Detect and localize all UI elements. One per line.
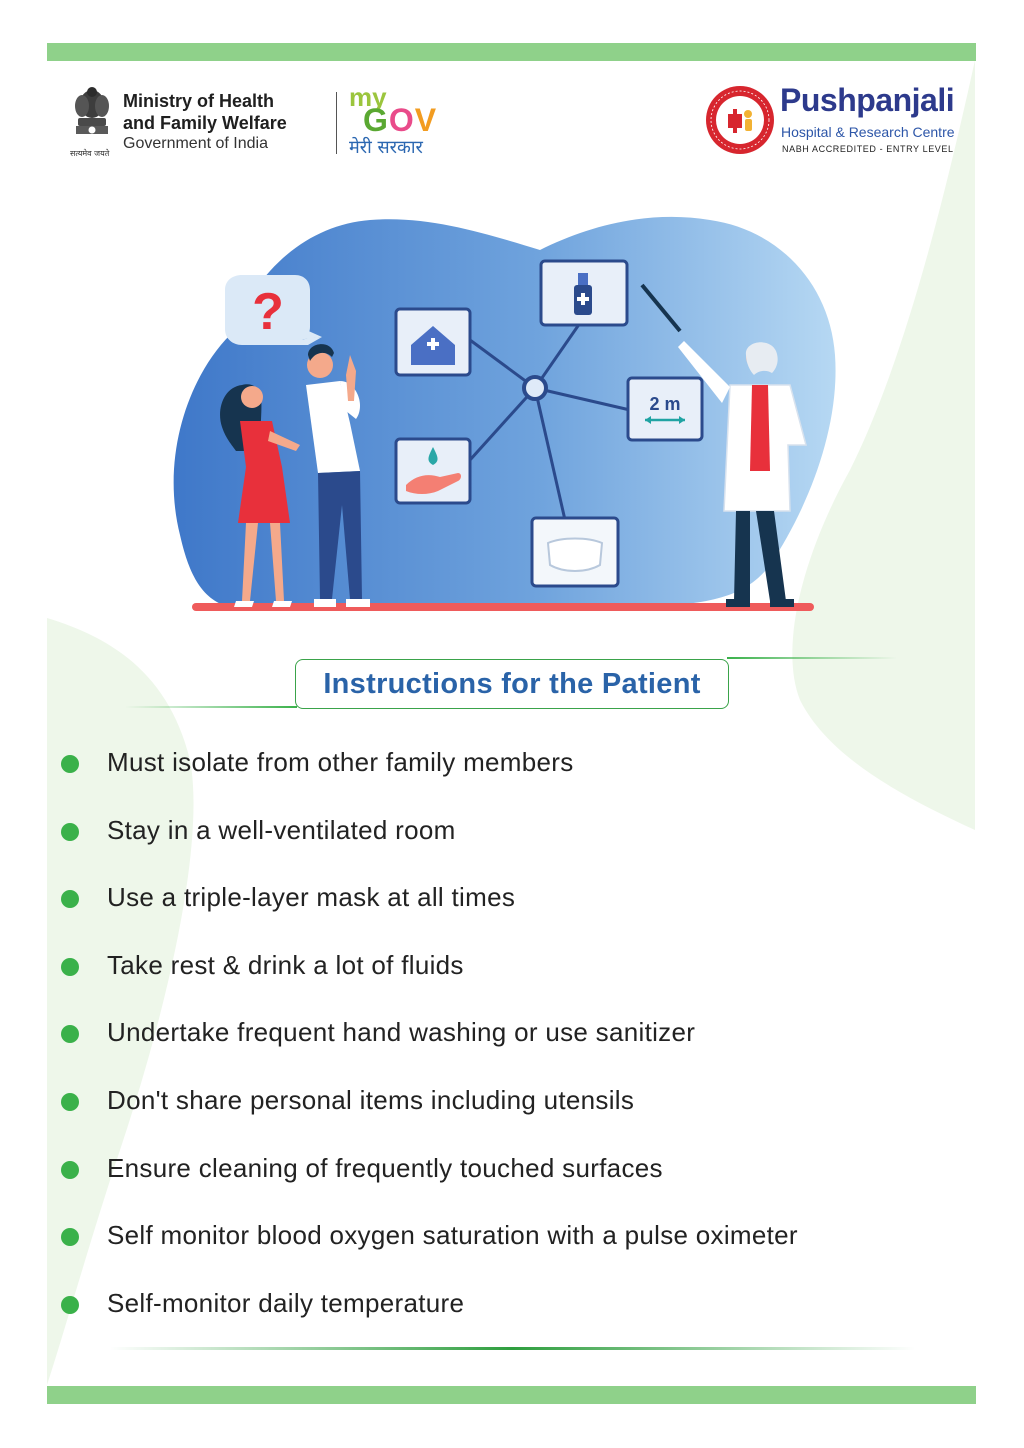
hospital-name: Pushpanjali: [780, 82, 955, 118]
bullet-icon: [61, 822, 79, 841]
instruction-text: Undertake frequent hand washing or use s…: [107, 1017, 696, 1048]
list-item: Undertake frequent hand washing or use s…: [60, 1015, 960, 1083]
bullet-icon: [61, 755, 79, 773]
ministry-logo: सत्यमेव जयते Ministry of Health and Fami…: [70, 82, 330, 162]
ministry-name-line1: Ministry of Health: [123, 91, 275, 111]
question-bubble-icon: ?: [225, 275, 322, 345]
instruction-text: Don't share personal items including ute…: [107, 1084, 635, 1115]
hospital-accreditation: NABH ACCREDITED - ENTRY LEVEL: [782, 144, 954, 154]
ministry-name-line2: and Family Welfare: [123, 113, 287, 133]
mygov-my-text: my: [349, 82, 387, 112]
mygov-letter-g: G: [363, 102, 389, 138]
mygov-letter-o: O: [388, 102, 415, 138]
distance-label: 2 m: [649, 394, 680, 414]
heading-deco-line-right: [727, 657, 897, 659]
man-figure: [306, 344, 370, 607]
list-item: Don't share personal items including ute…: [60, 1083, 960, 1151]
bullet-icon: [61, 890, 79, 909]
list-item: Use a triple-layer mask at all times: [60, 880, 960, 948]
instructions-heading: Instructions for the Patient: [323, 668, 701, 700]
network-hub: [522, 375, 548, 401]
list-item: Self-monitor daily temperature: [60, 1286, 960, 1354]
bullet-icon: [61, 1025, 79, 1044]
logo-divider: [336, 92, 337, 154]
bullet-icon: [61, 1228, 79, 1247]
instruction-text: Take rest & drink a lot of fluids: [107, 949, 464, 980]
list-item: Self monitor blood oxygen saturation wit…: [60, 1218, 960, 1286]
instruction-text: Stay in a well-ventilated room: [107, 814, 456, 845]
list-item: Ensure cleaning of frequently touched su…: [60, 1151, 960, 1219]
question-mark: ?: [252, 283, 284, 341]
bullet-icon: [61, 1092, 79, 1111]
home-icon: [394, 307, 472, 377]
mask-icon: [530, 516, 620, 588]
heading-deco-line-left: [125, 706, 297, 708]
bottom-divider-line: [110, 1347, 915, 1350]
distance-icon: 2 m: [626, 376, 704, 442]
mygov-gov-text: GOV: [363, 102, 437, 139]
covid-instructions-illustration: 2 m ?: [173, 216, 836, 611]
hospital-logo: Pushpanjali Hospital & Research Centre N…: [704, 82, 964, 162]
mygov-hindi-tagline: मेरी सरकार: [349, 137, 423, 158]
hand-wash-icon: [394, 437, 472, 505]
woman-figure: [220, 384, 300, 607]
mygov-logo: my GOV मेरी सरकार: [349, 82, 449, 164]
bullet-icon: [61, 1295, 79, 1314]
instruction-text: Use a triple-layer mask at all times: [107, 882, 516, 913]
instructions-heading-box: Instructions for the Patient: [295, 659, 729, 709]
bottom-green-bar: [47, 1386, 976, 1404]
list-item: Stay in a well-ventilated room: [60, 813, 960, 881]
national-emblem-icon: [75, 87, 109, 134]
list-item: Take rest & drink a lot of fluids: [60, 948, 960, 1016]
instruction-text: Must isolate from other family members: [107, 747, 574, 777]
sanitizer-bottle-icon: [539, 259, 629, 327]
top-green-bar: [47, 43, 976, 61]
instruction-text: Self-monitor daily temperature: [107, 1287, 465, 1318]
list-item: Must isolate from other family members: [60, 745, 960, 813]
bullet-icon: [61, 1160, 79, 1179]
instruction-text: Self monitor blood oxygen saturation wit…: [107, 1220, 798, 1251]
emblem-caption: सत्यमेव जयते: [70, 149, 110, 158]
doctor-figure: [640, 283, 807, 607]
ministry-government-line: Government of India: [123, 135, 268, 152]
instruction-text: Ensure cleaning of frequently touched su…: [107, 1152, 663, 1183]
mygov-letter-v: V: [414, 102, 438, 138]
hospital-subtitle: Hospital & Research Centre: [781, 124, 955, 140]
instructions-list: Must isolate from other family members S…: [60, 745, 960, 1353]
hospital-seal-icon: [706, 86, 774, 154]
bullet-icon: [61, 957, 79, 976]
